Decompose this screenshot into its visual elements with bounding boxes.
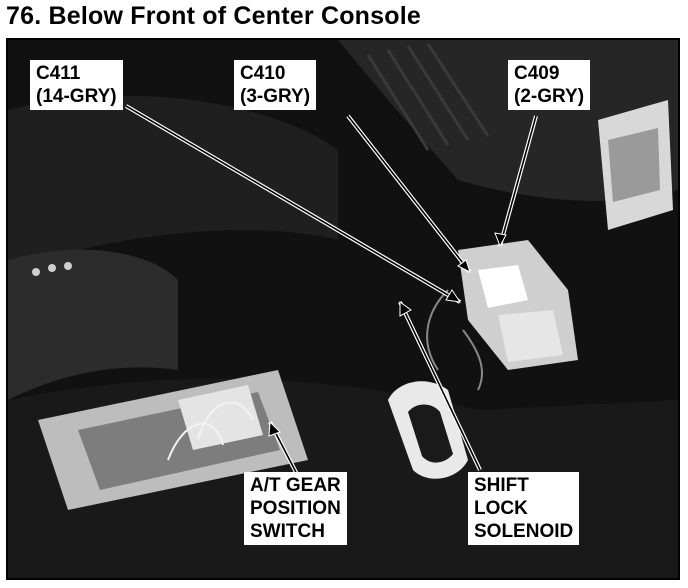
callout-c409: C409 (2-GRY)	[508, 60, 591, 110]
callout-c410-id: C410	[240, 63, 286, 84]
callout-c410: C410 (3-GRY)	[234, 60, 317, 110]
callout-gear-switch-line3: SWITCH	[250, 521, 325, 542]
callout-gear-switch-line2: POSITION	[250, 498, 341, 519]
console-photo: C411 (14-GRY) C410 (3-GRY) C409 (2-GRY) …	[6, 38, 680, 580]
callout-c410-spec: (3-GRY)	[240, 86, 311, 107]
callout-shift-lock-line2: LOCK	[474, 498, 528, 519]
callout-gear-switch-line1: A/T GEAR	[250, 475, 341, 496]
callout-c411-spec: (14-GRY)	[36, 86, 117, 107]
callout-c411-id: C411	[36, 63, 81, 84]
callout-c409-spec: (2-GRY)	[514, 86, 585, 107]
callout-c411: C411 (14-GRY)	[30, 60, 123, 110]
callout-shift-lock-line1: SHIFT	[474, 475, 529, 496]
callout-shift-lock-line3: SOLENOID	[474, 521, 574, 542]
callout-gear-position-switch: A/T GEAR POSITION SWITCH	[244, 472, 347, 545]
page-title: 76. Below Front of Center Console	[6, 2, 421, 30]
callout-shift-lock-solenoid: SHIFT LOCK SOLENOID	[468, 472, 580, 545]
callout-c409-id: C409	[514, 63, 560, 84]
